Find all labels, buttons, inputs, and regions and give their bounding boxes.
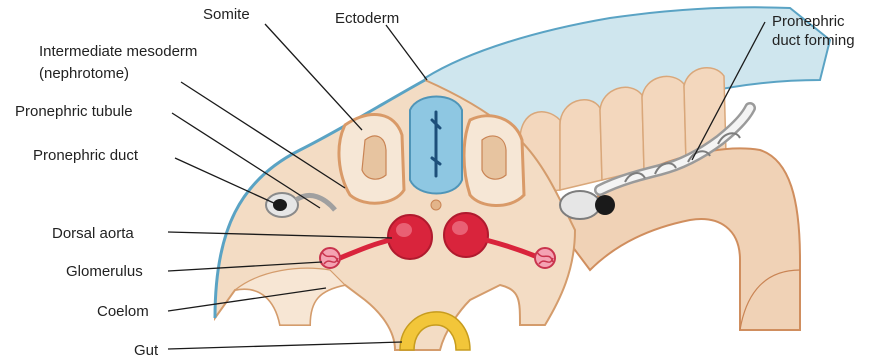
leader-gut [168, 342, 402, 349]
label-somite: Somite [203, 6, 250, 23]
label-pronephric-duct-forming-1: Pronephric [772, 13, 845, 30]
label-pronephric-duct-forming-2: duct forming [772, 32, 855, 49]
label-ectoderm: Ectoderm [335, 10, 399, 27]
notochord [431, 200, 441, 210]
label-glomerulus: Glomerulus [66, 263, 143, 280]
dorsal-aorta-right [444, 213, 488, 257]
label-dorsal-aorta: Dorsal aorta [52, 225, 134, 242]
glomerulus-right [535, 248, 555, 268]
label-pronephric-duct: Pronephric duct [33, 147, 139, 164]
label-intermediate-mesoderm-2: (nephrotome) [39, 65, 129, 82]
label-coelom: Coelom [97, 303, 149, 320]
label-gut: Gut [134, 342, 159, 359]
leader-somite [265, 24, 362, 130]
glomerulus-left [320, 248, 340, 268]
label-intermediate-mesoderm-1: Intermediate mesoderm [39, 43, 197, 60]
dorsal-aorta-left [388, 215, 432, 259]
embryo-illustration [215, 7, 830, 350]
leader-ectoderm [386, 25, 427, 80]
label-pronephric-tubule: Pronephric tubule [15, 103, 133, 120]
